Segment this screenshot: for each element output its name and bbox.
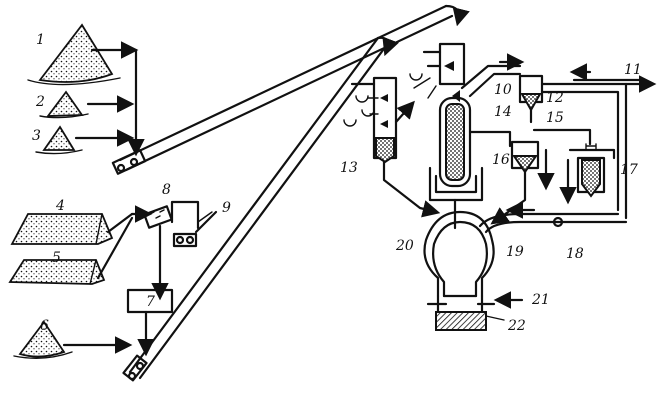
label-2: 2 [35,94,45,110]
pipe-19 [478,201,628,234]
pile-5 [8,259,106,285]
label-9: 9 [222,200,231,216]
label-3: 3 [32,128,41,144]
label-11: 11 [624,62,642,78]
label-16: 16 [492,152,510,168]
label-6: 6 [40,318,49,334]
pile-1 [27,23,121,86]
label-18: 18 [566,246,584,262]
label-21: 21 [531,292,550,308]
hopper-13 [343,76,441,218]
labels: 1 2 3 4 5 6 7 8 9 10 11 12 13 14 15 16 1… [32,32,642,334]
label-17: 17 [620,162,638,178]
cyclone-12 [460,53,657,220]
label-12: 12 [546,90,564,106]
label-20: 20 [395,238,414,254]
weigh-group [409,42,466,102]
pile-4 [10,213,114,245]
label-19: 19 [506,244,524,260]
cyclone-16 [468,130,555,225]
unit-9 [170,200,218,248]
label-4: 4 [55,198,65,214]
pile-2 [39,90,89,119]
furnace-20 [423,210,524,331]
box-7 [126,288,174,357]
label-5: 5 [52,250,61,266]
label-15: 15 [546,110,564,126]
label-10: 10 [494,82,512,98]
label-22: 22 [507,318,526,334]
column-14 [428,96,484,230]
label-13: 13 [340,160,358,176]
pile-6 [13,320,133,359]
label-14: 14 [494,104,512,120]
upper-conveyor [111,4,470,175]
lower-conveyor [122,36,399,382]
mixer-8 [143,205,173,301]
unit-17 [532,128,616,205]
pile-feed-lines [74,41,145,157]
label-8: 8 [162,182,171,198]
label-1: 1 [36,32,45,48]
pile-3 [35,125,83,155]
label-7: 7 [146,294,155,310]
